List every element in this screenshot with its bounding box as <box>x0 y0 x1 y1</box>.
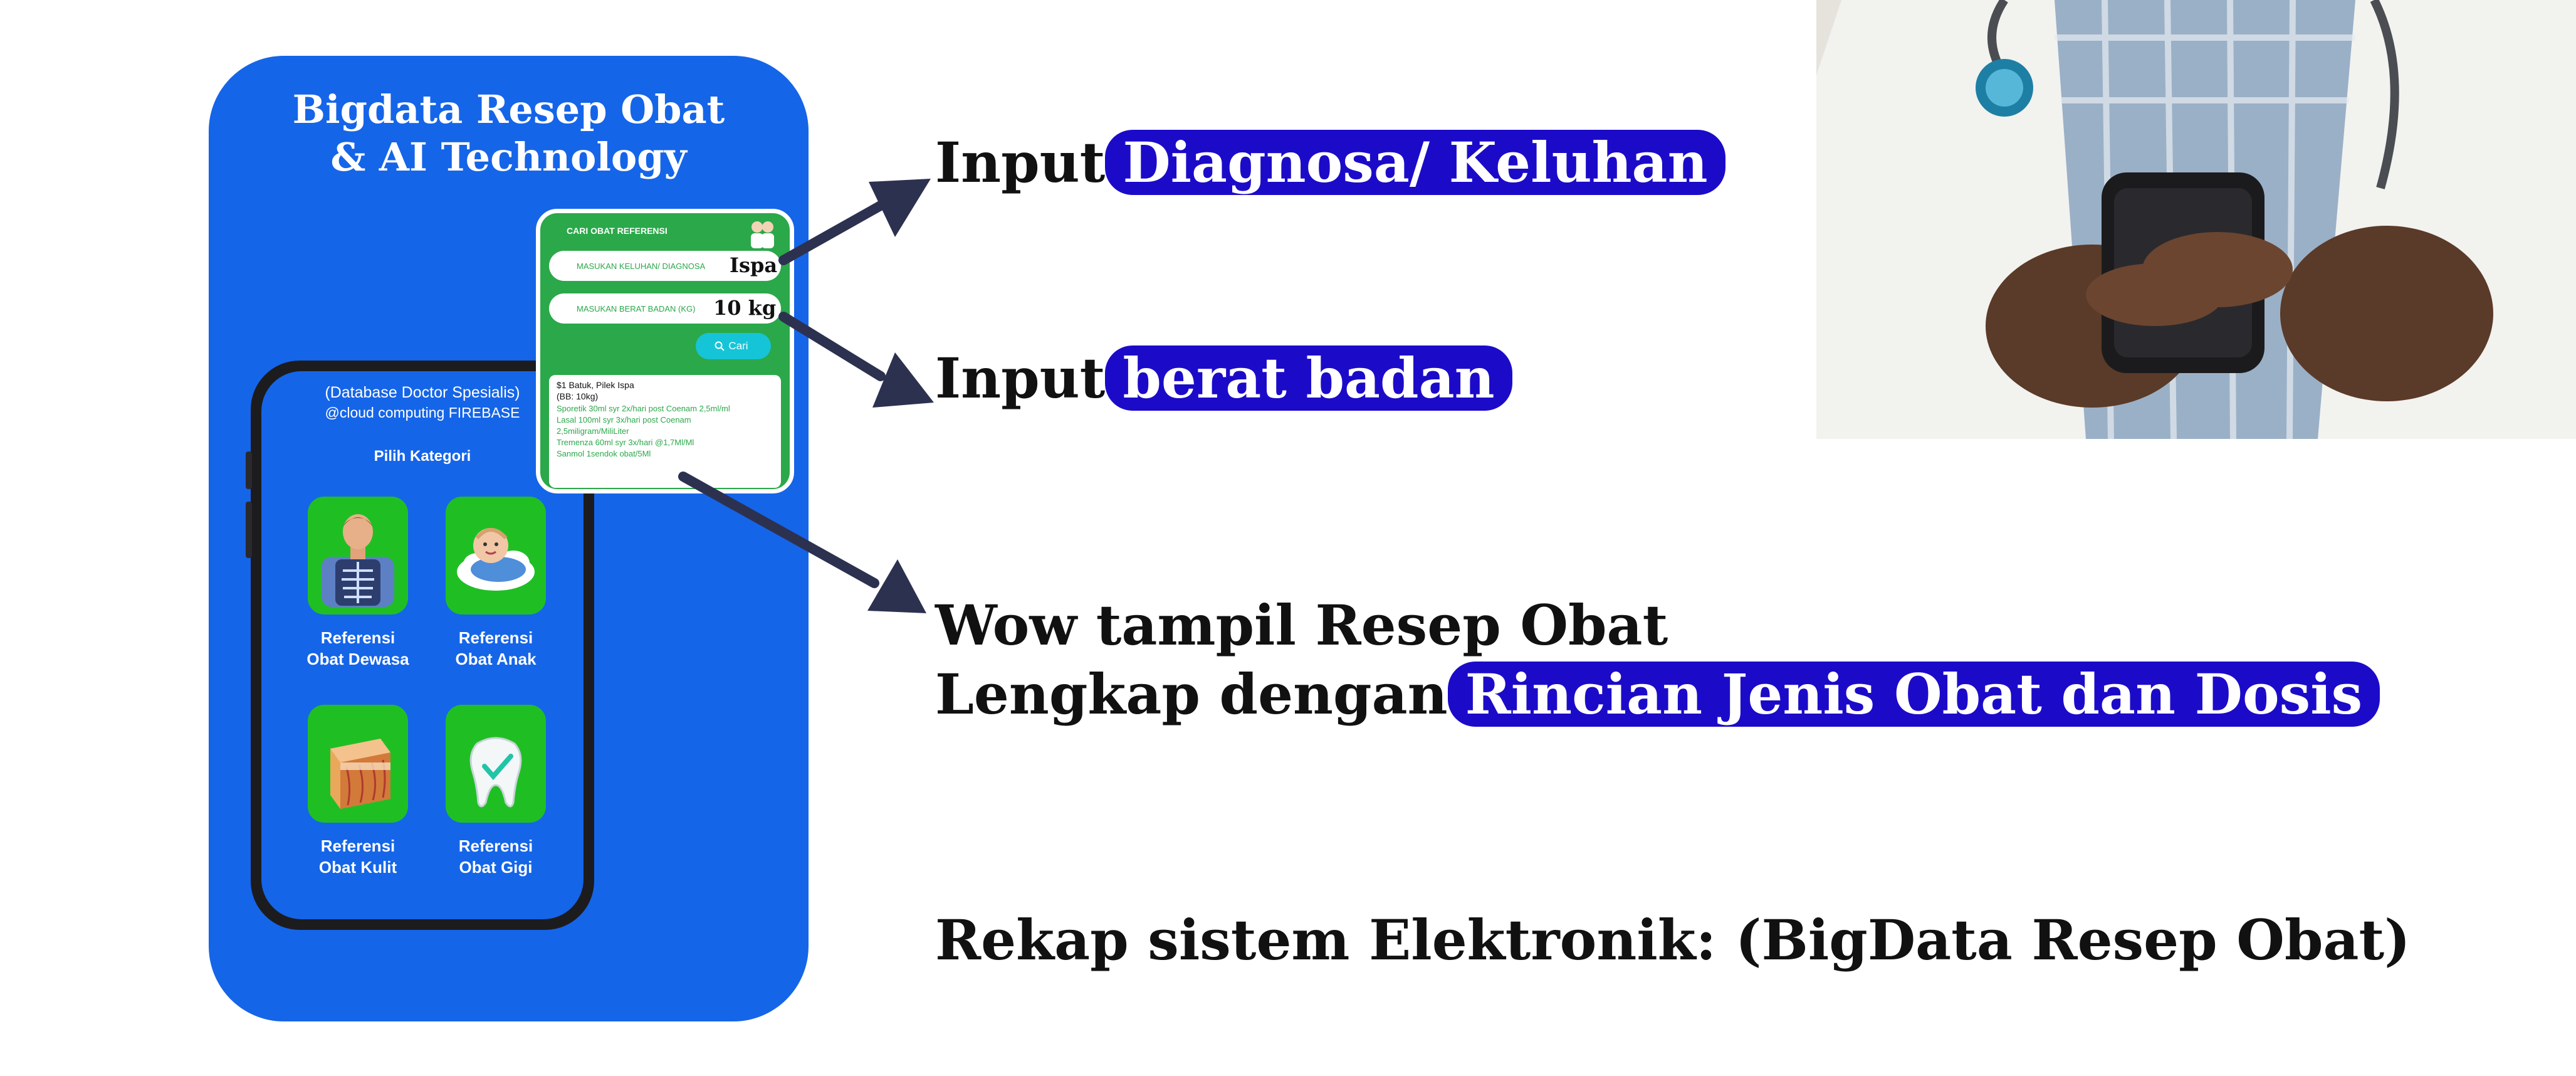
database-label: (Database Doctor Spesialis) <box>325 384 520 401</box>
card-title-line1: Bigdata Resep Obat <box>292 87 725 132</box>
lengkap-prefix: Lengkap dengan <box>935 662 1448 727</box>
doctor-with-phone-image <box>1816 0 2576 439</box>
arrow-head-resep <box>867 559 926 613</box>
prescription-result: $1 Batuk, Pilek Ispa (BB: 10kg) Sporetik… <box>549 375 781 488</box>
result-line: Lasal 100ml syr 3x/hari post Coenam <box>557 415 691 425</box>
baby-icon <box>457 528 535 591</box>
diagnosa-highlight: Diagnosa/ Keluhan <box>1105 130 1725 195</box>
search-popup-screen: CARI OBAT REFERENSI MASUKAN KELUHAN/ DIA… <box>536 209 794 493</box>
category-heading: Pilih Kategori <box>374 448 471 465</box>
category-tile-gigi[interactable] <box>446 705 546 823</box>
berat-badan-label: MASUKAN BERAT BADAN (KG) <box>577 304 696 314</box>
result-title: $1 Batuk, Pilek Ispa <box>557 380 634 390</box>
card-title-line2: & AI Technology <box>330 134 687 180</box>
diagnosa-value: Ispa <box>730 253 778 277</box>
tooth-icon <box>469 737 522 808</box>
berat-badan-value: 10 kg <box>713 296 777 320</box>
result-line: Sporetik 30ml syr 2x/hari post Coenam 2,… <box>557 404 730 413</box>
result-line: Sanmol 1sendok obat/5Ml <box>557 449 651 458</box>
skin-layers-icon <box>330 739 390 809</box>
cloud-label: @cloud computing FIREBASE <box>325 404 520 421</box>
cari-button[interactable]: Cari <box>696 333 771 359</box>
diagnosa-label: MASUKAN KELUHAN/ DIAGNOSA <box>577 261 706 271</box>
row-resep-line1: Wow tampil Resep Obat <box>935 593 1668 658</box>
doctor-photo <box>1816 0 2576 439</box>
popup-header: CARI OBAT REFERENSI <box>567 226 668 236</box>
category-tile-anak[interactable] <box>446 497 546 614</box>
result-line: 2,5miligram/MiliLiter <box>557 426 629 436</box>
input-prefix-1: Input <box>935 130 1106 195</box>
berat-highlight: berat badan <box>1105 345 1512 411</box>
search-icon <box>715 341 725 351</box>
category-tile-dewasa[interactable] <box>308 497 408 614</box>
category-tile-kulit[interactable] <box>308 705 408 823</box>
result-weight: (BB: 10kg) <box>557 391 599 401</box>
doctors-icon <box>751 221 774 248</box>
phone-side-button <box>246 451 252 489</box>
phone-screen: (Database Doctor Spesialis) @cloud compu… <box>261 371 584 919</box>
arrow-head-berat <box>872 352 934 408</box>
phone-volume-button <box>246 502 252 558</box>
card-title: Bigdata Resep Obat & AI Technology <box>209 86 809 181</box>
xray-person-icon <box>322 514 394 607</box>
footer-caption: Rekap sistem Elektronik: (BigData Resep … <box>935 907 2411 973</box>
rincian-highlight: Rincian Jenis Obat dan Dosis <box>1447 662 2380 727</box>
cari-label: Cari <box>728 340 748 352</box>
berat-badan-input[interactable]: MASUKAN BERAT BADAN (KG) 10 kg <box>549 293 781 324</box>
diagnosa-input[interactable]: MASUKAN KELUHAN/ DIAGNOSA Ispa <box>549 251 781 281</box>
result-line: Tremenza 60ml syr 3x/hari @1,7Ml/Ml <box>557 438 694 447</box>
arrow-head-diagnosa <box>869 179 931 237</box>
input-prefix-2: Input <box>935 345 1106 411</box>
